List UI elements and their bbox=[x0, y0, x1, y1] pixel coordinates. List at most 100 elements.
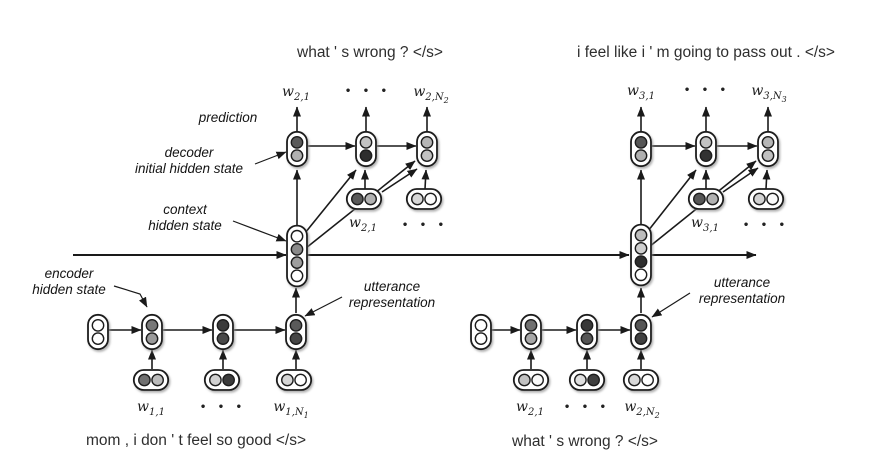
state-circle bbox=[290, 242, 304, 256]
state-circle bbox=[531, 373, 544, 387]
word-w1-1-bottom-left: w1,1 bbox=[137, 399, 165, 418]
word-w2-N2-top-left: w2,N2 bbox=[413, 84, 448, 105]
pointer-context-hidden-state bbox=[232, 220, 287, 242]
math-sub: 1,N bbox=[285, 407, 305, 418]
ellipsis-mid-right: • • • bbox=[743, 220, 789, 231]
context-cell-right bbox=[630, 223, 652, 287]
annotation-line: utterance bbox=[364, 279, 420, 294]
state-circle bbox=[290, 269, 304, 283]
state-circle bbox=[289, 318, 303, 332]
state-circle bbox=[761, 135, 775, 149]
state-circle bbox=[634, 241, 648, 255]
decoder-cell-2-right bbox=[695, 130, 717, 168]
state-circle bbox=[634, 318, 648, 332]
state-circle bbox=[290, 135, 304, 149]
state-circle bbox=[424, 192, 437, 206]
math-sub: 3,N bbox=[763, 91, 783, 102]
annotation-line: prediction bbox=[198, 110, 258, 125]
state-circle bbox=[359, 135, 373, 149]
annotation-line: encoder bbox=[45, 266, 94, 281]
state-circle bbox=[290, 229, 304, 243]
state-circle bbox=[580, 318, 594, 332]
state-circle bbox=[574, 373, 587, 387]
encoder-input-embedding-3-right bbox=[622, 369, 660, 391]
capsule-outline bbox=[286, 224, 308, 288]
state-circle bbox=[524, 318, 538, 332]
math-sub: 2,1 bbox=[360, 223, 377, 234]
math-sub: 3,1 bbox=[703, 223, 719, 234]
state-circle bbox=[580, 332, 594, 345]
arrow-embedding1-dec3-left bbox=[381, 168, 418, 193]
word-w2-1-mid-left: w2,1 bbox=[349, 215, 377, 234]
math-sub: 2,1 bbox=[293, 92, 310, 103]
word-w2-1-top-left: w2,1 bbox=[282, 84, 310, 103]
annotation-line: hidden state bbox=[148, 218, 222, 233]
state-circle bbox=[294, 373, 307, 387]
prediction-label: prediction bbox=[198, 110, 258, 125]
math-base: w bbox=[627, 83, 639, 99]
ellipsis-bottom-right: • • • bbox=[564, 402, 610, 413]
math-base: w bbox=[137, 399, 149, 415]
annotation-line: initial hidden state bbox=[135, 161, 243, 176]
decoder-input-embedding-1-right bbox=[687, 188, 725, 210]
math-base: w bbox=[282, 84, 294, 100]
state-circle bbox=[208, 373, 222, 387]
word-w3-1-mid-right: w3,1 bbox=[691, 215, 719, 234]
ellipsis-mid-left: • • • bbox=[402, 220, 448, 231]
math-base: w bbox=[624, 399, 636, 415]
sentence-right-bottom: what ' s wrong ? </s> bbox=[511, 433, 658, 450]
decoder-cell-2-left bbox=[355, 130, 377, 168]
annotation-line: representation bbox=[349, 295, 435, 310]
math-subsub: 2 bbox=[443, 96, 449, 105]
math-sub: 2,1 bbox=[527, 407, 544, 418]
math-base: w bbox=[691, 215, 703, 231]
state-circle bbox=[699, 135, 713, 149]
decoder-input-embedding-1-left bbox=[345, 188, 383, 210]
math-subsub: 1 bbox=[304, 411, 309, 420]
pointer-decoder-initial-hidden-state bbox=[254, 151, 287, 165]
pointer-encoder-hidden-state bbox=[113, 285, 148, 308]
state-circle bbox=[474, 332, 488, 345]
annotation-line: utterance bbox=[714, 275, 770, 290]
encoder-initial-cell-right bbox=[470, 313, 492, 351]
encoder-cell-2-right bbox=[576, 313, 598, 351]
state-circle bbox=[634, 228, 648, 242]
sentence-left-bottom: mom , i don ' t feel so good </s> bbox=[86, 432, 306, 449]
math-sub: 1,1 bbox=[149, 407, 165, 418]
state-circle bbox=[420, 135, 434, 149]
encoder-cell-3-right bbox=[630, 313, 652, 351]
encoder-input-embedding-2-right bbox=[568, 369, 606, 391]
state-circle bbox=[290, 149, 304, 163]
state-circle bbox=[290, 256, 304, 269]
decoder-cell-1-right bbox=[630, 130, 652, 168]
state-circle bbox=[350, 192, 364, 206]
state-circle bbox=[761, 149, 775, 163]
state-circle bbox=[289, 332, 303, 345]
arrow-context-dec2-right bbox=[647, 169, 697, 232]
decoder-cell-1-left bbox=[286, 130, 308, 168]
state-circle bbox=[420, 149, 434, 163]
math-base: w bbox=[349, 215, 361, 231]
state-circle bbox=[587, 373, 600, 387]
state-circle bbox=[137, 373, 151, 387]
ellipsis-bottom-left: • • • bbox=[200, 402, 246, 413]
state-circle bbox=[222, 373, 236, 387]
encoder-input-embedding-2-left bbox=[203, 369, 241, 391]
state-circle bbox=[634, 135, 648, 149]
encoder-input-embedding-3-left bbox=[275, 369, 313, 391]
state-circle bbox=[145, 318, 159, 332]
state-circle bbox=[91, 318, 105, 332]
math-sub: 3,1 bbox=[639, 91, 655, 102]
math-base: w bbox=[413, 84, 425, 100]
state-circle bbox=[634, 332, 648, 345]
state-circle bbox=[766, 192, 779, 206]
decoder-input-embedding-2-left bbox=[405, 188, 443, 210]
state-circle bbox=[91, 332, 105, 345]
encoder-cell-2-left bbox=[212, 313, 234, 351]
state-circle bbox=[216, 318, 230, 332]
